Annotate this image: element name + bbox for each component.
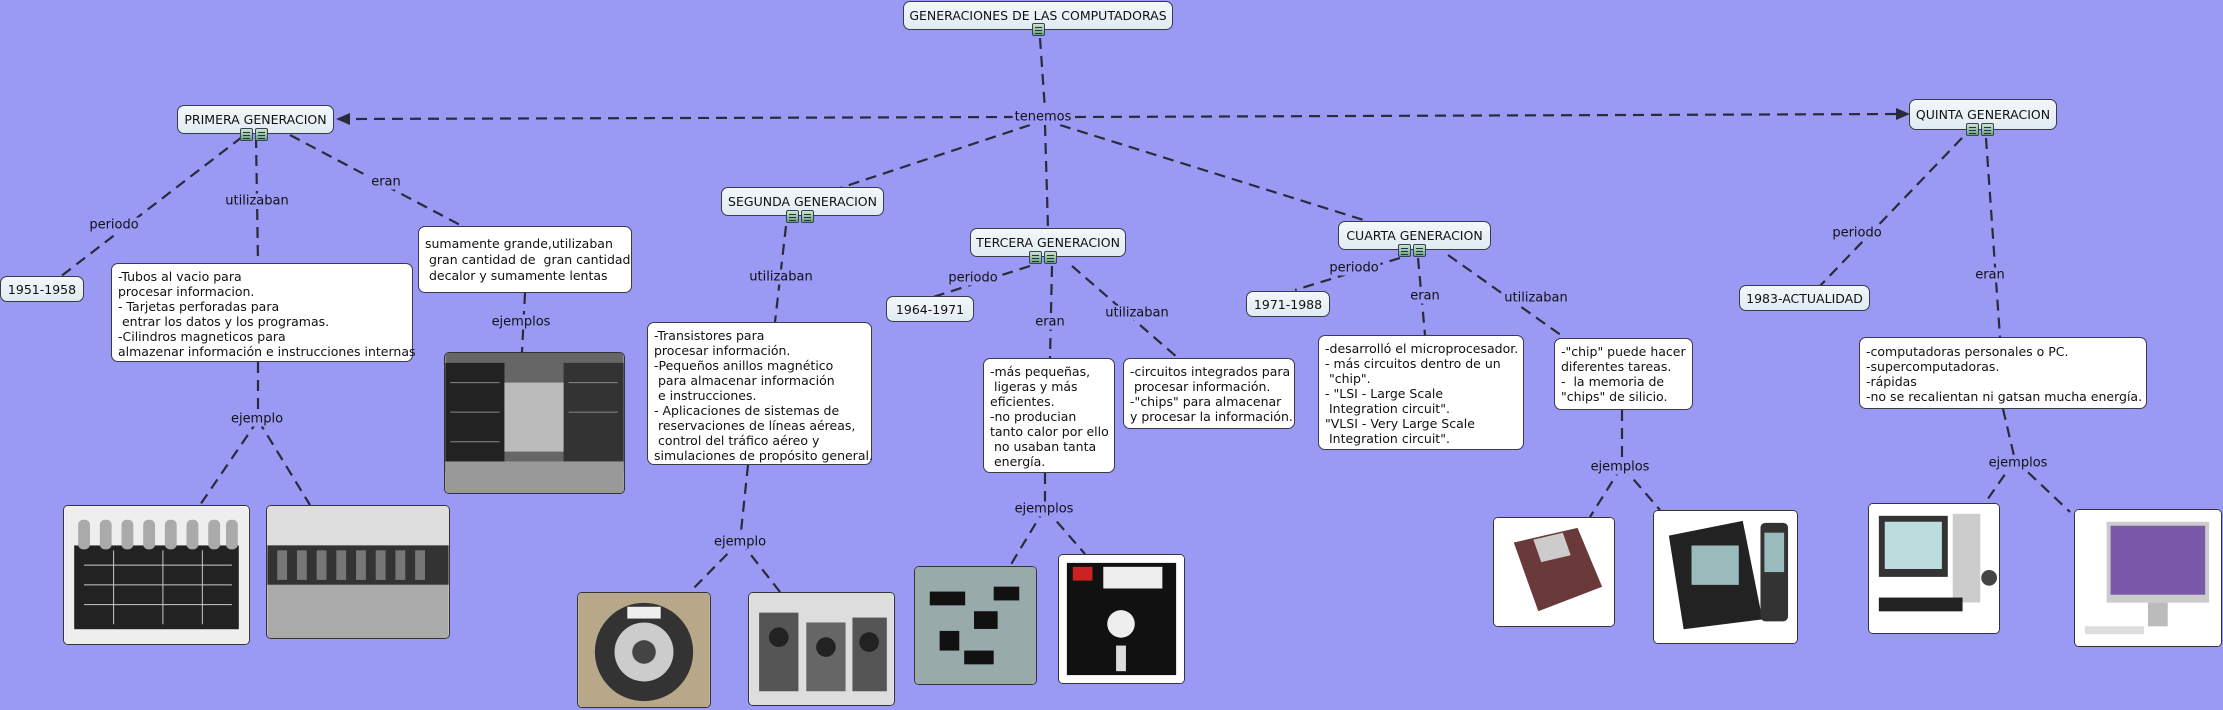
resource-icon[interactable]: [240, 128, 253, 141]
link-label-periodo: periodo: [87, 217, 141, 233]
link-label-eran: eran: [1973, 267, 2007, 283]
eniac-operators-image[interactable]: [444, 352, 625, 494]
link-label-periodo: periodo: [946, 270, 1000, 286]
link-label-utilizaban: utilizaban: [1103, 305, 1171, 321]
link-label-utilizaban: utilizaban: [747, 269, 815, 285]
link-label-ejemplo: ejemplo: [711, 534, 769, 550]
description-primera-eran[interactable]: sumamente grande,utilizaban gran cantida…: [418, 226, 632, 293]
description-tercera-eran[interactable]: -más pequeñas, ligeras y más eficientes.…: [983, 358, 1115, 473]
description-quinta-eran[interactable]: -computadoras personales o PC. -supercom…: [1859, 337, 2147, 409]
link-label-ejemplos: ejemplos: [1986, 455, 2050, 471]
magnetic-tape-reel-image[interactable]: [577, 592, 711, 708]
document-icon[interactable]: [1044, 251, 1057, 264]
link-label-eran: eran: [1033, 314, 1067, 330]
link-label-tenemos: tenemos: [1012, 109, 1074, 125]
resource-icon[interactable]: [1032, 23, 1045, 36]
eniac-room-image[interactable]: [266, 505, 450, 639]
date-quinta[interactable]: 1983-ACTUALIDAD: [1739, 285, 1870, 311]
integrated-circuits-image[interactable]: [914, 566, 1037, 685]
mobile-phones-image[interactable]: [1653, 510, 1798, 644]
resource-icon[interactable]: [786, 210, 799, 223]
link-label-ejemplos: ejemplos: [489, 314, 553, 330]
tape-drive-machines-image[interactable]: [748, 592, 895, 706]
description-tercera-utilizaban[interactable]: -circuitos integrados para procesar info…: [1123, 358, 1295, 429]
link-label-ejemplo: ejemplo: [228, 411, 286, 427]
floppy-disk-5-25-image[interactable]: [1058, 554, 1185, 684]
link-label-periodo: periodo: [1327, 260, 1381, 276]
date-cuarta[interactable]: 1971-1988: [1246, 291, 1330, 317]
concept-quinta-generacion[interactable]: QUINTA GENERACION: [1909, 99, 2057, 130]
resource-icon[interactable]: [1398, 244, 1411, 257]
link-label-eran: eran: [369, 174, 403, 190]
all-in-one-computer-image[interactable]: [2074, 509, 2222, 647]
document-icon[interactable]: [1413, 244, 1426, 257]
desktop-computer-image[interactable]: [1868, 503, 2000, 634]
floppy-disk-3-5-image[interactable]: [1493, 517, 1615, 627]
date-tercera[interactable]: 1964-1971: [886, 296, 974, 322]
description-segunda-utilizaban[interactable]: -Transistores para procesar información.…: [647, 322, 873, 465]
link-label-utilizaban: utilizaban: [223, 193, 291, 209]
document-icon[interactable]: [255, 128, 268, 141]
link-label-utilizaban: utilizaban: [1502, 290, 1570, 306]
vacuum-tube-computer-image[interactable]: [63, 505, 250, 645]
document-icon[interactable]: [1981, 123, 1994, 136]
link-label-ejemplos: ejemplos: [1012, 501, 1076, 517]
resource-icon[interactable]: [1029, 251, 1042, 264]
description-primera-utilizaban[interactable]: -Tubos al vacio para procesar informacio…: [111, 263, 416, 362]
link-label-periodo: periodo: [1830, 225, 1884, 241]
date-primera[interactable]: 1951-1958: [0, 276, 84, 302]
resource-icon[interactable]: [1966, 123, 1979, 136]
description-cuarta-eran[interactable]: -desarrolló el microprocesador. - más ci…: [1318, 335, 1524, 450]
link-label-ejemplos: ejemplos: [1588, 459, 1652, 475]
document-icon[interactable]: [801, 210, 814, 223]
description-cuarta-utilizaban[interactable]: -"chip" puede hacer diferentes tareas. -…: [1554, 338, 1693, 410]
link-label-eran: eran: [1408, 288, 1442, 304]
